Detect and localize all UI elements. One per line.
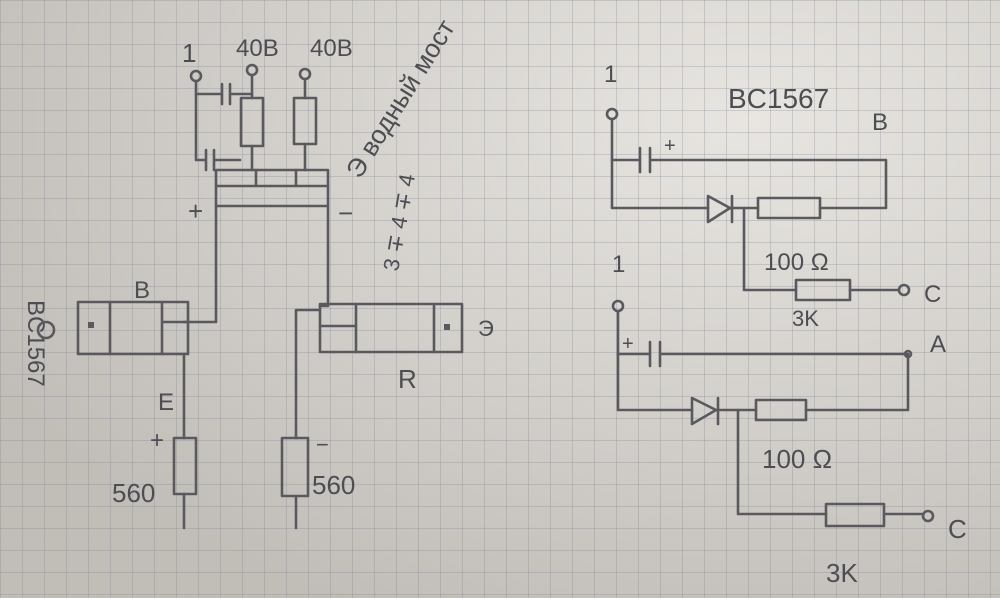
transistor-detail bbox=[318, 302, 436, 354]
resistor-value: 100 Ω bbox=[762, 444, 832, 474]
value-label: 40B bbox=[310, 35, 353, 62]
value-label: 40B bbox=[236, 35, 279, 62]
right-b-label: B bbox=[872, 109, 888, 136]
capacitor-top bbox=[194, 80, 254, 106]
transistor-right bbox=[318, 302, 464, 354]
terminal-circle bbox=[245, 63, 259, 77]
transistor-left bbox=[76, 300, 190, 356]
capacitor-mid bbox=[194, 92, 242, 172]
terminal-circle bbox=[897, 283, 911, 297]
resistor-value: 560 bbox=[312, 470, 355, 500]
resistor bbox=[280, 436, 310, 498]
b-label: B bbox=[134, 277, 150, 304]
diode-lower bbox=[690, 396, 758, 426]
resistor bbox=[292, 96, 318, 146]
left-schematic: 1 40B 40B + − Э водный мост 3 ∓ 4 ∓ 4 BC… bbox=[22, 14, 494, 530]
bridge-block bbox=[214, 168, 330, 208]
resistor bbox=[794, 278, 852, 302]
transistor-detail bbox=[108, 300, 190, 356]
wire bbox=[294, 308, 322, 440]
transistor-dot bbox=[444, 324, 450, 330]
c-label: C bbox=[948, 514, 967, 544]
r-box-label: R bbox=[398, 364, 417, 394]
e-label: E bbox=[158, 389, 174, 416]
a-label: A bbox=[930, 331, 946, 358]
plus-sign: + bbox=[188, 196, 203, 226]
resistor-value: 560 bbox=[112, 478, 155, 508]
resistor bbox=[239, 96, 265, 148]
terminal-label: 1 bbox=[604, 61, 617, 88]
terminal-label: 1 bbox=[182, 38, 196, 68]
plus-sign: + bbox=[622, 333, 634, 355]
resistor bbox=[172, 436, 198, 496]
diode-upper bbox=[706, 194, 760, 224]
wire bbox=[318, 204, 330, 308]
plus-sign: + bbox=[664, 135, 676, 157]
minus-sign: − bbox=[338, 198, 353, 228]
minus-sign: − bbox=[316, 432, 329, 457]
wire bbox=[182, 204, 218, 324]
resistor bbox=[824, 502, 886, 528]
wire bbox=[736, 408, 828, 516]
wire bbox=[742, 206, 798, 292]
wire bbox=[250, 142, 307, 172]
terminal-circle bbox=[605, 107, 619, 121]
resistor-value: 3K bbox=[826, 558, 858, 588]
d-label: Э bbox=[478, 316, 494, 341]
bridge-detail bbox=[214, 168, 330, 188]
resistor-value: 100 Ω bbox=[764, 249, 829, 276]
wire bbox=[804, 352, 910, 412]
terminal-circle bbox=[189, 69, 203, 83]
c-label: C bbox=[924, 281, 941, 308]
resistor bbox=[756, 196, 822, 220]
terminal-label: 1 bbox=[612, 251, 625, 278]
capacitor-lower bbox=[616, 340, 910, 368]
resistor-value: 3K bbox=[792, 306, 819, 331]
diagonal-note: Э водный мост bbox=[340, 14, 461, 183]
side-note: BC1567 bbox=[22, 300, 49, 387]
capacitor-upper bbox=[610, 146, 888, 210]
resistor bbox=[754, 398, 808, 422]
right-schematic: BC1567 B 1 + 100 Ω 3K C 1 + A 100 Ω 3K C bbox=[604, 61, 967, 588]
terminal-circle bbox=[921, 509, 935, 523]
terminal-circle bbox=[298, 67, 312, 81]
wire bbox=[616, 310, 694, 412]
right-title: BC1567 bbox=[728, 83, 829, 114]
plus-sign: + bbox=[150, 427, 164, 454]
diagonal-note-2: 3 ∓ 4 ∓ 4 bbox=[378, 172, 420, 273]
terminal-circle bbox=[611, 299, 625, 313]
terminal-circle bbox=[36, 320, 56, 340]
wire bbox=[610, 118, 710, 210]
transistor-dot bbox=[88, 322, 94, 328]
